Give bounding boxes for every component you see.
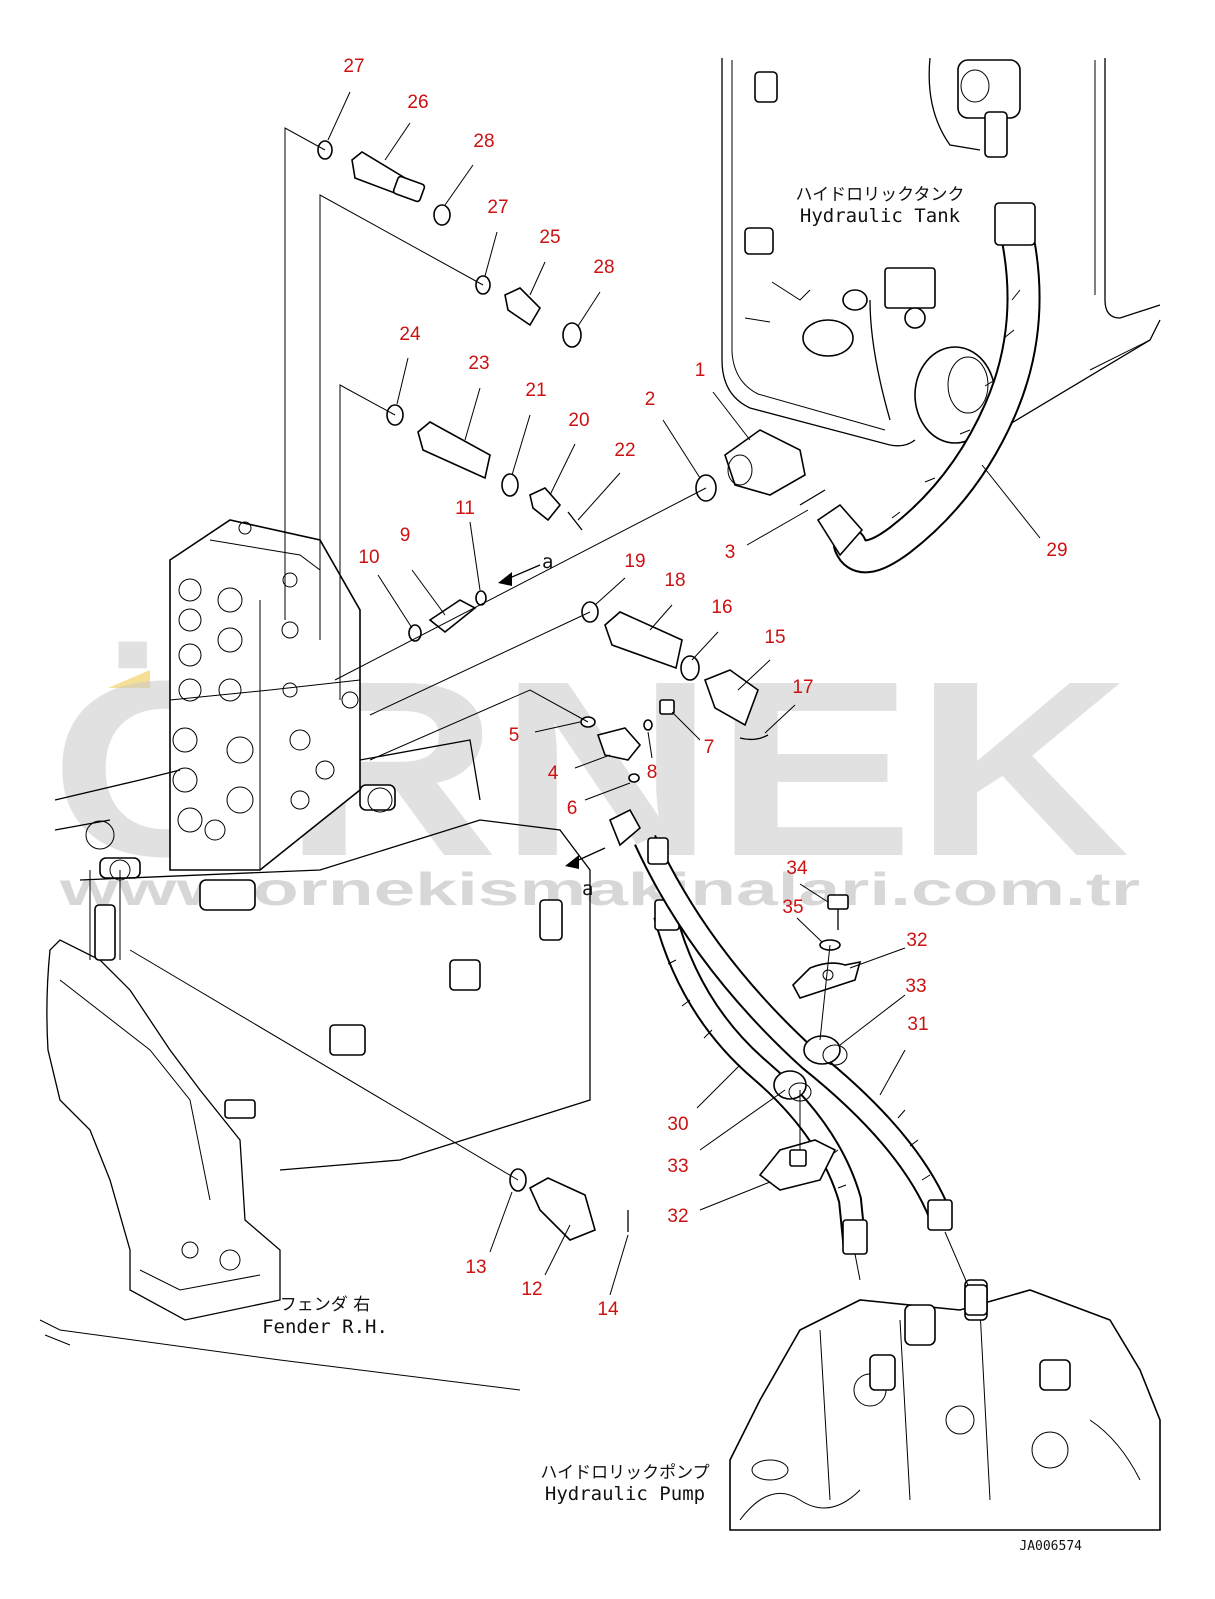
fender-label-jp: フェンダ 右 [280,1295,370,1315]
callout-20: 20 [568,410,589,431]
callout-32b: 32 [667,1206,688,1227]
tank-label-en: Hydraulic Tank [800,205,961,227]
callout-11: 11 [455,498,475,519]
callout-22: 22 [614,440,635,461]
callout-12: 12 [521,1279,542,1300]
callout-6: 6 [567,798,578,819]
callout-18: 18 [664,570,685,591]
callout-30: 30 [667,1114,688,1135]
watermark-accent-shape [108,670,150,688]
callout-27b: 27 [487,197,508,218]
callout-24: 24 [399,324,421,345]
view-arrows: a a [498,551,606,900]
callout-9: 9 [400,525,411,546]
arrow-a-top: a [542,551,553,573]
callout-21: 21 [525,380,546,401]
guide-lines [129,127,831,1181]
callout-16: 16 [711,597,732,618]
callout-13: 13 [465,1257,486,1278]
callout-33b: 33 [667,1156,688,1177]
pump-label-en: Hydraulic Pump [545,1483,705,1505]
callout-19: 19 [624,551,645,572]
callout-31: 31 [907,1014,928,1035]
callout-14: 14 [597,1299,619,1320]
leader-lines [327,91,1041,1296]
callout-2: 2 [645,389,656,410]
arrow-a-bottom: a [582,878,593,900]
callout-25: 25 [539,227,560,248]
fender-label-en: Fender R.H. [262,1316,388,1338]
exploded-parts [317,140,826,1241]
hydraulic-tank: ハイドロリックタンク Hydraulic Tank [721,57,1161,447]
callout-34: 34 [786,858,808,879]
callout-26: 26 [407,92,428,113]
hose-29 [816,202,1041,574]
callout-28b: 28 [593,257,614,278]
drawing-code: JA006574 [1019,1539,1082,1554]
callout-5: 5 [509,725,520,746]
hydraulic-pump: ハイドロリックポンプ Hydraulic Pump [540,1279,1161,1531]
callout-7: 7 [704,737,715,758]
callout-27a: 27 [343,56,364,77]
callout-35: 35 [782,897,803,918]
callout-29: 29 [1046,540,1067,561]
pump-label-jp: ハイドロリックポンプ [540,1463,709,1483]
callout-3: 3 [725,542,736,563]
callout-8: 8 [647,762,658,783]
callout-33a: 33 [905,976,926,997]
callout-23: 23 [468,353,489,374]
tank-label-jp: ハイドロリックタンク [796,185,965,205]
callout-17: 17 [792,677,813,698]
callout-15: 15 [764,627,785,648]
part-callouts: 27 26 28 27 25 28 24 23 21 20 22 1 2 3 2… [343,56,1067,1320]
hose-30 [653,899,868,1281]
callout-10: 10 [358,547,379,568]
clamp-bottom [758,1070,837,1191]
callout-4: 4 [548,763,559,784]
callout-28a: 28 [473,131,494,152]
callout-32a: 32 [906,930,927,951]
callout-1: 1 [695,360,706,381]
frame-fender: フェンダ 右 Fender R.H. [39,739,591,1391]
